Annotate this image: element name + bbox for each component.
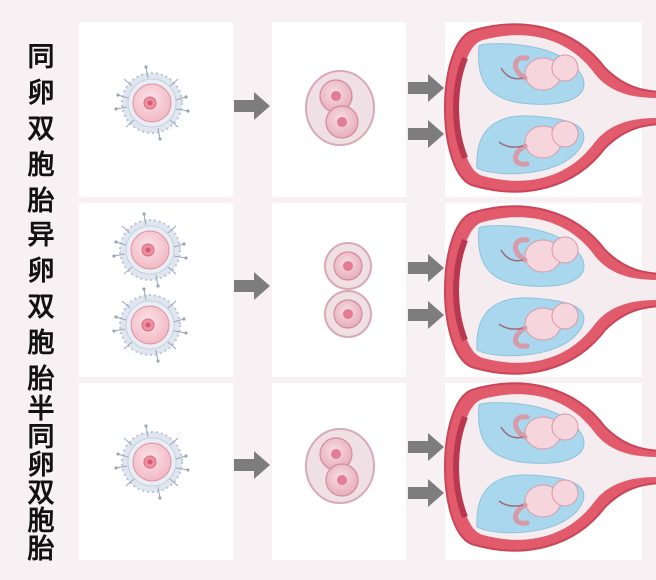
two-cell-zygote-illustration xyxy=(305,70,375,146)
row2-label-char: 卵 xyxy=(27,256,55,287)
arrow-right-icon xyxy=(408,74,444,102)
ovum-illustration xyxy=(113,423,191,501)
row1-label-char: 双 xyxy=(27,114,55,145)
row3-label-char: 半 xyxy=(27,394,55,425)
row3-label-char: 卵 xyxy=(27,450,55,481)
uterus-twins-illustration xyxy=(445,383,656,550)
row3-label: 半 同 卵 双 胞 胎 xyxy=(14,396,68,564)
arrow-right-icon xyxy=(234,451,270,479)
ovum-illustration xyxy=(111,286,189,364)
row1-label-char: 同 xyxy=(27,42,55,73)
arrow-right-icon xyxy=(408,479,444,507)
arrow-right-icon xyxy=(234,272,270,300)
row1-label: 同 卵 双 胞 胎 xyxy=(14,40,68,220)
row3-label-char: 胞 xyxy=(27,506,55,537)
row2-label-char: 胞 xyxy=(27,328,55,359)
row3-label-char: 胎 xyxy=(27,534,55,565)
arrow-right-icon xyxy=(408,301,444,329)
row1-label-char: 胎 xyxy=(27,186,55,217)
row2-label-char: 异 xyxy=(27,220,55,251)
row2-label-char: 胎 xyxy=(27,364,55,395)
ovum-illustration xyxy=(113,64,191,142)
row3-label-char: 同 xyxy=(27,422,55,453)
row3-label-char: 双 xyxy=(27,478,55,509)
arrow-right-icon xyxy=(408,433,444,461)
stage2-panel-row2 xyxy=(272,203,406,377)
row2-label: 异 卵 双 胞 胎 xyxy=(14,218,68,398)
embryo-illustration xyxy=(324,242,372,290)
arrow-right-icon xyxy=(408,120,444,148)
embryo-illustration xyxy=(324,290,372,338)
row1-label-char: 卵 xyxy=(27,78,55,109)
uterus-twins-illustration xyxy=(445,24,656,191)
row2-label-char: 双 xyxy=(27,292,55,323)
row1-label-char: 胞 xyxy=(27,150,55,181)
arrow-right-icon xyxy=(408,254,444,282)
arrow-right-icon xyxy=(234,92,270,120)
ovum-illustration xyxy=(111,211,189,289)
uterus-twins-illustration xyxy=(445,206,656,373)
two-cell-zygote-illustration xyxy=(305,428,375,504)
